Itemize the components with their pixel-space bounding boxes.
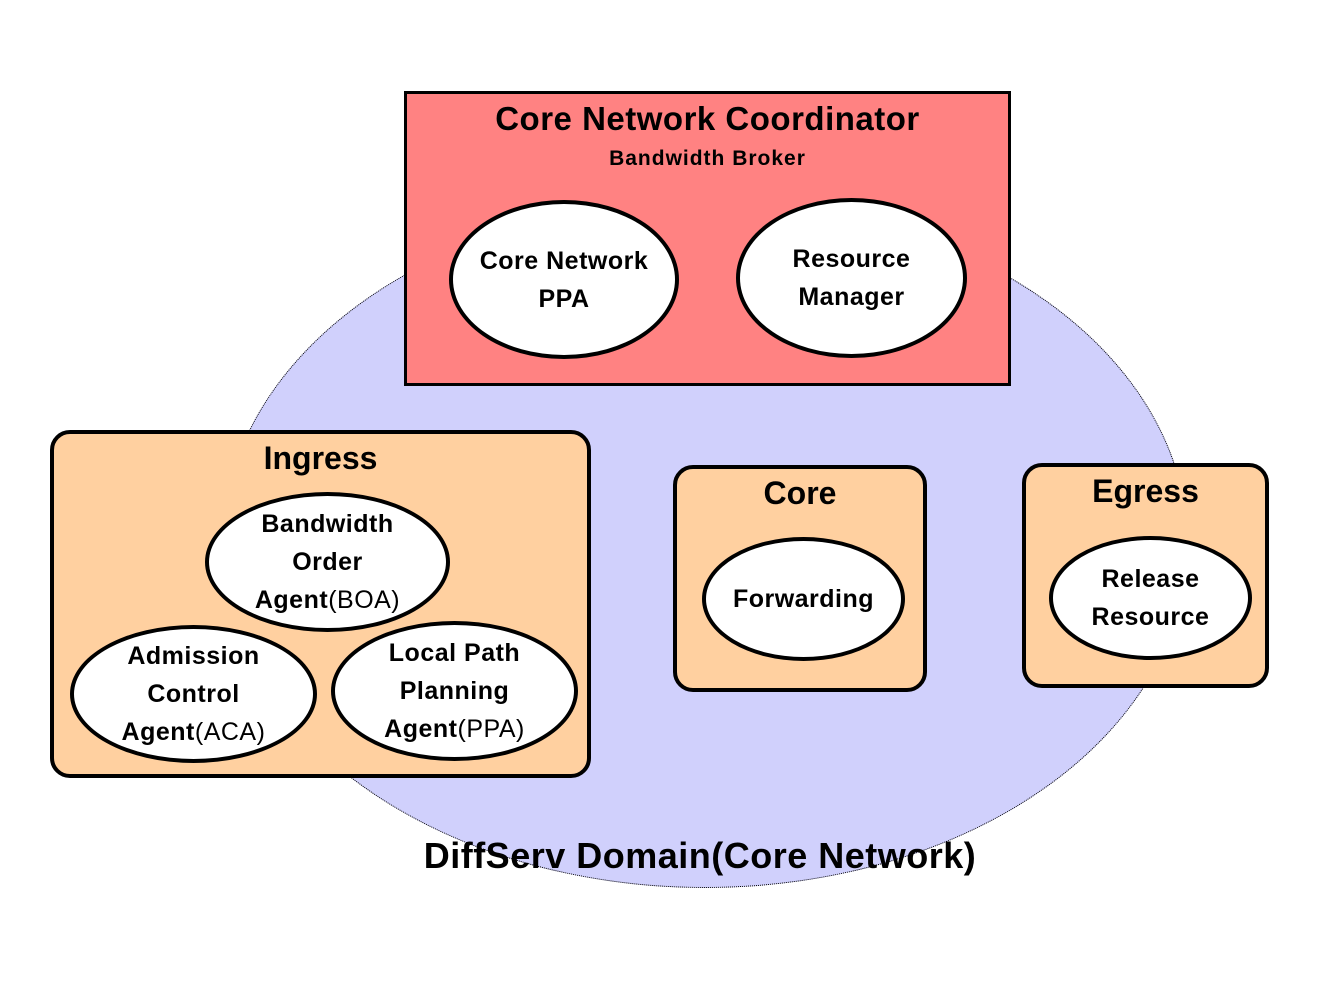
core-title: Core — [763, 475, 837, 511]
oval-line: Control — [147, 680, 240, 708]
egress-box: Egress Release Resource — [1022, 463, 1269, 688]
oval-line: Planning — [399, 677, 510, 705]
oval-line: Order — [292, 548, 363, 576]
oval-line: Manager — [798, 283, 905, 311]
aca-oval: Admission Control Agent(ACA) — [70, 625, 317, 763]
core-network-ppa-oval: Core Network PPA — [449, 200, 679, 359]
oval-line: Agent(PPA) — [384, 715, 525, 743]
oval-line: Release — [1101, 565, 1200, 593]
resource-manager-oval: Resource Manager — [736, 198, 967, 358]
oval-line: Admission — [127, 642, 260, 670]
egress-title: Egress — [1092, 473, 1199, 509]
oval-line: Resource — [792, 245, 911, 273]
oval-line: Resource — [1091, 603, 1210, 631]
core-box: Core Forwarding — [673, 465, 927, 692]
oval-line: Agent(BOA) — [254, 586, 401, 614]
oval-line: PPA — [538, 284, 590, 313]
forwarding-oval: Forwarding — [702, 537, 905, 661]
oval-line: Core Network — [479, 246, 649, 275]
ingress-title: Ingress — [263, 440, 378, 476]
coordinator-title: Core Network Coordinator — [495, 100, 920, 137]
coordinator-subtitle: Bandwidth Broker — [609, 147, 806, 170]
oval-line: Agent(ACA) — [121, 718, 266, 746]
oval-line: Forwarding — [732, 585, 875, 613]
core-network-coordinator-box: Core Network Coordinator Bandwidth Broke… — [404, 91, 1011, 386]
oval-line: Local Path — [388, 639, 521, 667]
ppa-oval: Local Path Planning Agent(PPA) — [331, 621, 578, 761]
ingress-box: Ingress Bandwidth Order Agent(BOA) Admis… — [50, 430, 591, 778]
boa-oval: Bandwidth Order Agent(BOA) — [205, 492, 450, 632]
release-resource-oval: Release Resource — [1049, 536, 1252, 660]
diffserv-domain-label: DiffServ Domain(Core Network) — [423, 835, 977, 876]
oval-line: Bandwidth — [261, 510, 394, 538]
